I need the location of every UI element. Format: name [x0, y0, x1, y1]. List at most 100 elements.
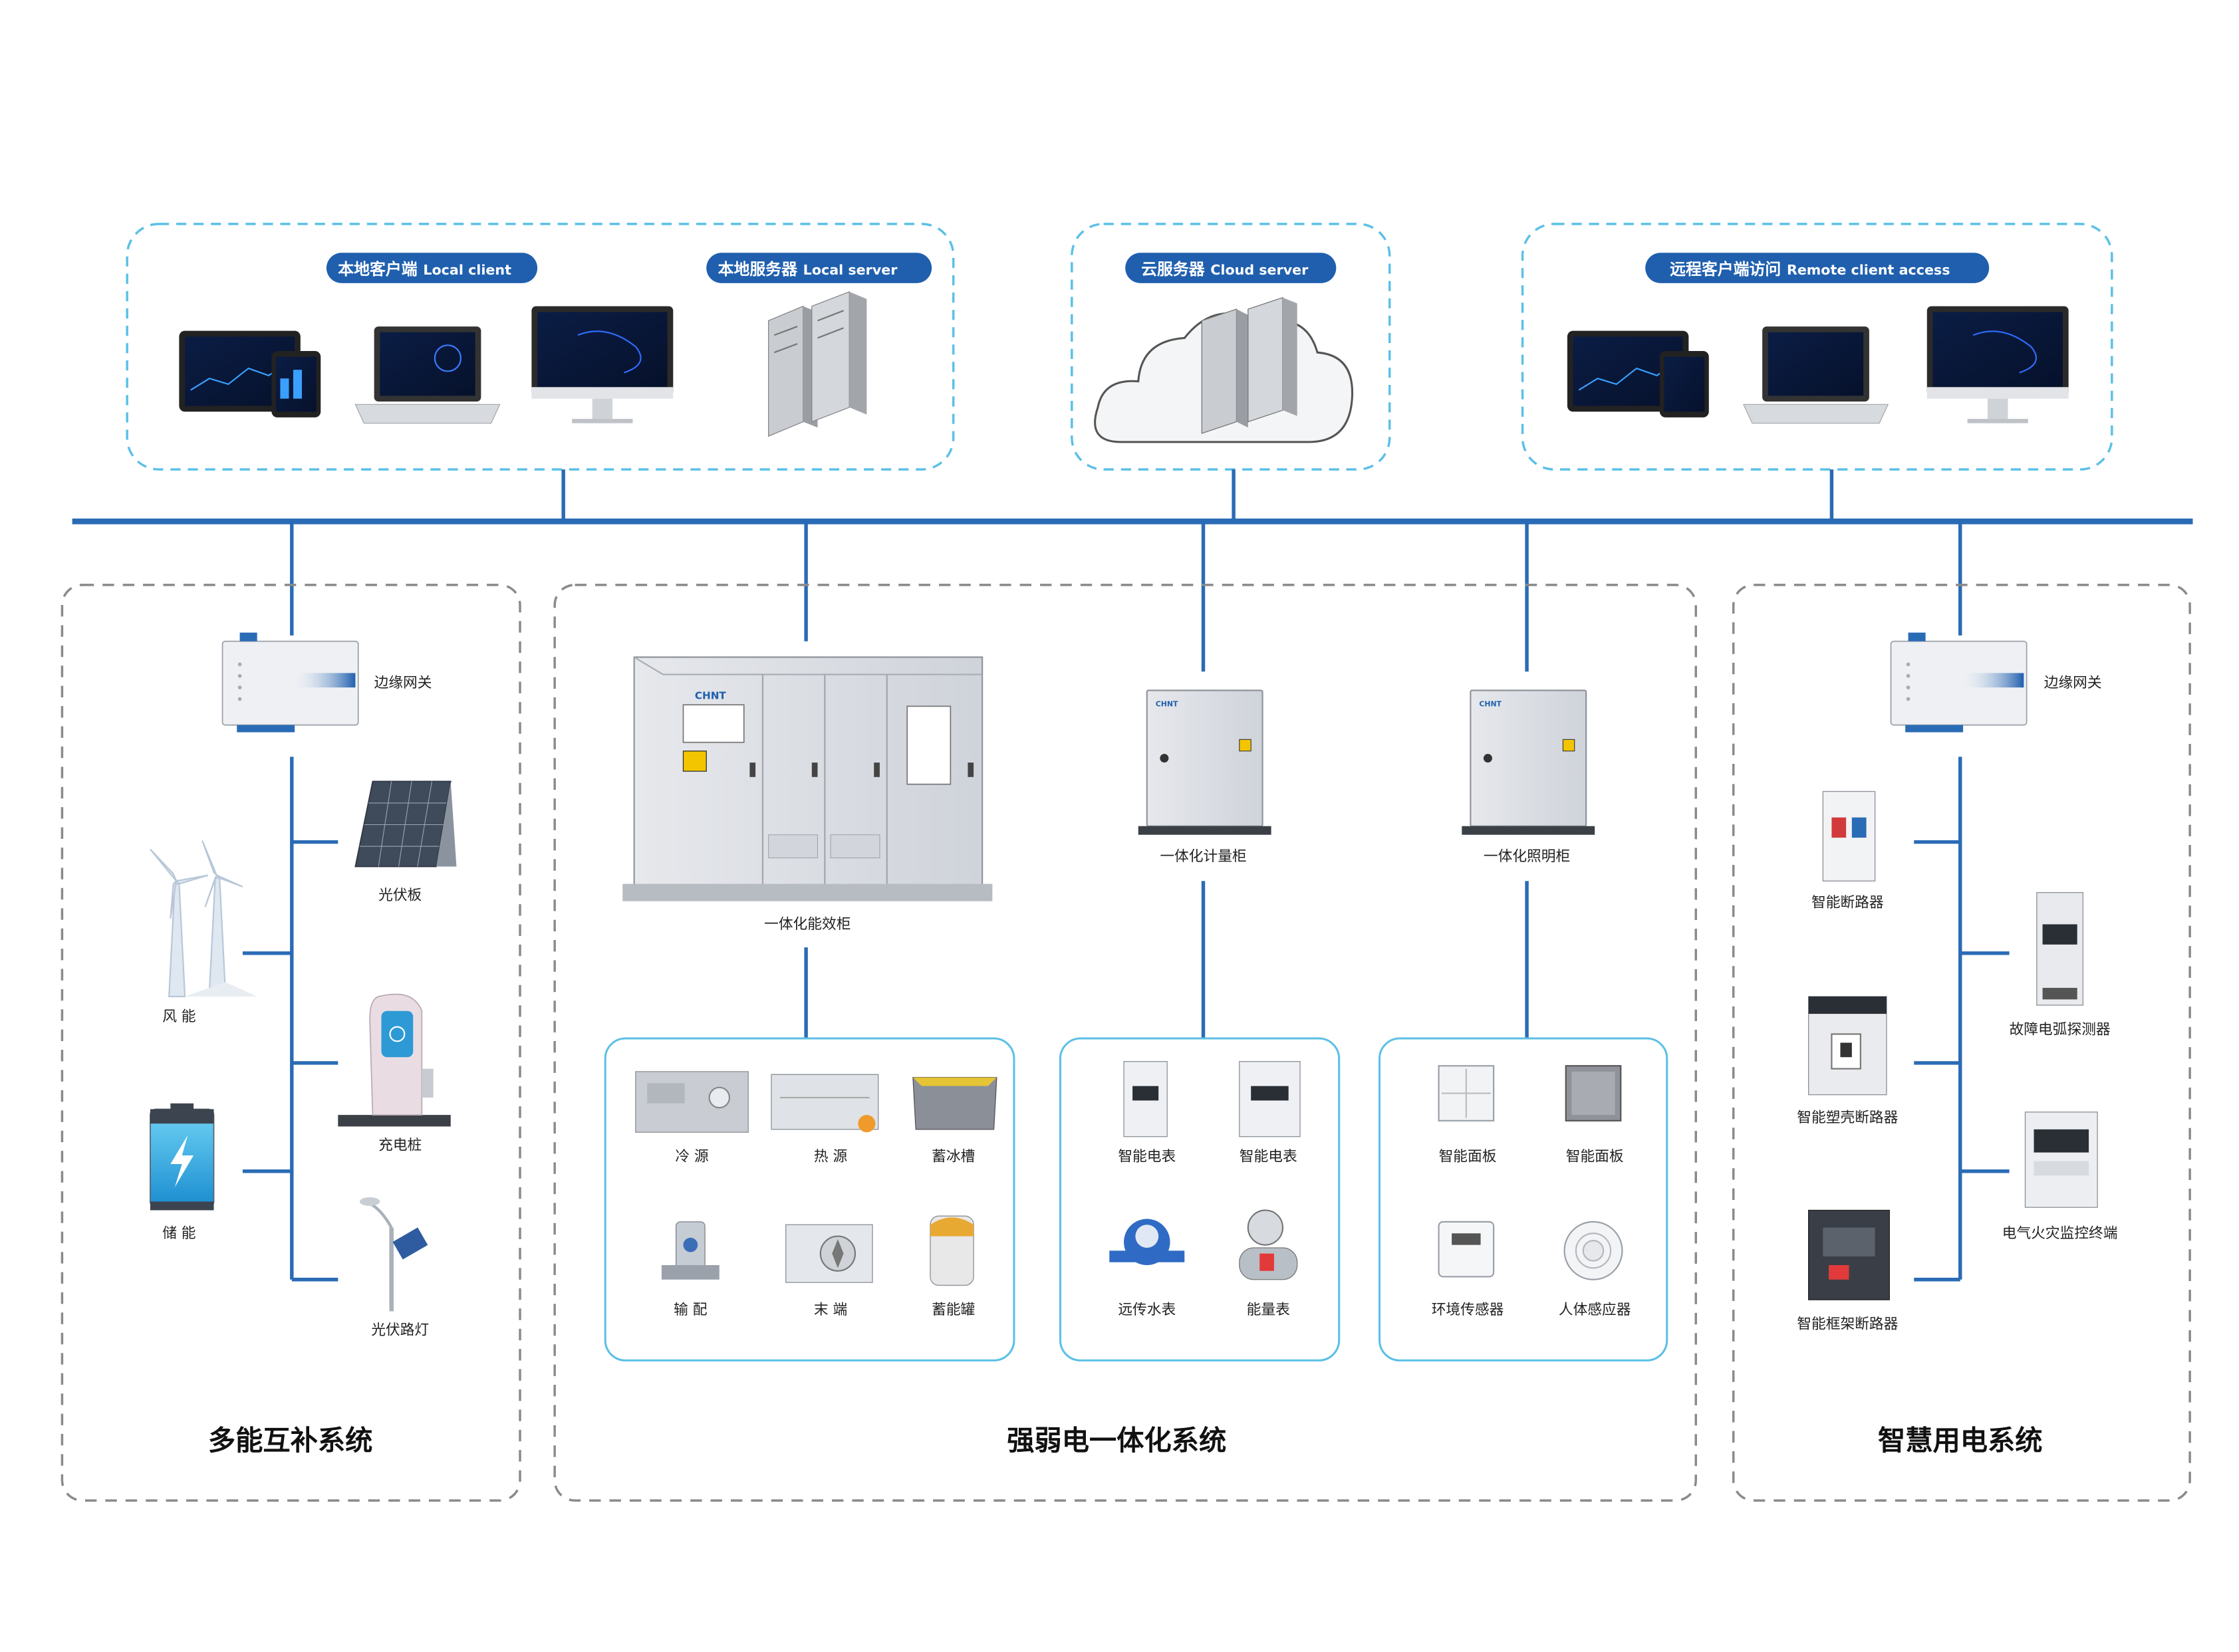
panel-label-2: 环境传感器 — [1432, 1302, 1504, 1318]
hvac-label-2: 蓄冰槽 — [932, 1149, 975, 1165]
edge-gateway-right — [1890, 632, 2028, 733]
mccb-icon — [1808, 996, 1887, 1096]
smart-power-links — [1914, 757, 2010, 1282]
cloud-server-label-cn: 云服务器 — [1141, 260, 1206, 279]
arc-detector-label: 故障电弧探测器 — [2010, 1021, 2111, 1038]
local-group-frame — [126, 223, 955, 471]
efficiency-cabinet-icon — [622, 656, 993, 901]
meter-label-3: 能量表 — [1247, 1302, 1290, 1318]
local-server-icon — [767, 291, 867, 437]
multi-energy-title: 多能互补系统 — [208, 1425, 373, 1457]
storage-label: 储 能 — [162, 1225, 196, 1242]
charging-pile-icon — [338, 993, 451, 1127]
smart-power-title: 智慧用电系统 — [1878, 1425, 2043, 1457]
meter-label-0: 智能电表 — [1118, 1149, 1176, 1165]
terminal-unit-icon — [785, 1224, 873, 1283]
energy-meter-icon — [1239, 1209, 1298, 1280]
ice-tank-icon — [912, 1076, 997, 1130]
remote-client-pill: 远程客户端访问 Remote client access — [1645, 253, 1990, 283]
remote-tablet-phone-icon — [1567, 330, 1709, 417]
pv-panel-label: 光伏板 — [378, 887, 422, 903]
remote-monitor-icon — [1926, 306, 2069, 423]
solar-panel-icon — [354, 780, 457, 868]
cloud-server-icon — [1094, 296, 1354, 443]
presence-sensor-icon — [1563, 1221, 1623, 1280]
panel-labels: 智能面板 智能面板 环境传感器 人体感应器 — [1432, 1149, 1631, 1318]
fire-monitor-icon — [2024, 1112, 2098, 1208]
local-server-label-cn: 本地服务器 — [718, 260, 799, 279]
remote-client-label-en: Remote client access — [1787, 262, 1950, 278]
integrated-links — [804, 881, 1529, 1038]
env-sensor-icon — [1438, 1221, 1495, 1278]
hvac-label-1: 热 源 — [814, 1149, 847, 1165]
cabinet-brand-label: CHNT — [695, 690, 727, 702]
lighting-cabinet-icon — [1462, 689, 1595, 835]
charger-label: 充电桩 — [378, 1137, 422, 1153]
smart-power-frame — [1732, 584, 2191, 1502]
battery-storage-icon — [150, 1103, 215, 1211]
acb-icon — [1808, 1209, 1890, 1300]
hvac-labels: 冷 源 热 源 蓄冰槽 输 配 末 端 蓄能罐 — [674, 1149, 975, 1318]
integrated-frame — [553, 584, 1697, 1502]
local-server-label-en: Local server — [803, 262, 898, 278]
lighting-cabinet-label: 一体化照明柜 — [1484, 848, 1570, 865]
chiller-icon — [635, 1071, 749, 1133]
panel-label-0: 智能面板 — [1439, 1149, 1497, 1165]
edge-gateway-left — [221, 632, 359, 733]
smart-meter-icon-1 — [1123, 1061, 1168, 1137]
multi-energy-links — [242, 757, 338, 1282]
cloud-server-label-en: Cloud server — [1210, 262, 1309, 278]
gateway-right-label: 边缘网关 — [2044, 675, 2102, 691]
smart-breaker-icon — [1822, 790, 1876, 882]
integrated-title: 强弱电一体化系统 — [1007, 1425, 1226, 1457]
panel-label-1: 智能面板 — [1566, 1149, 1624, 1165]
tablet-phone-icon — [179, 330, 321, 417]
remote-client-label-cn: 远程客户端访问 — [1670, 260, 1781, 279]
hvac-label-3: 输 配 — [674, 1302, 708, 1318]
fire-monitor-label: 电气火灾监控终端 — [2002, 1225, 2118, 1242]
monitor-icon — [531, 306, 674, 423]
arc-detector-icon — [2036, 891, 2084, 1006]
smart-meter-icon-2 — [1239, 1061, 1301, 1137]
mccb-label: 智能塑壳断路器 — [1797, 1110, 1898, 1126]
multi-energy-frame — [61, 584, 521, 1502]
cloud-group-frame — [1071, 223, 1391, 471]
wind-label: 风 能 — [162, 1008, 196, 1025]
panel-label-3: 人体感应器 — [1559, 1302, 1631, 1318]
remote-laptop-icon — [1742, 326, 1889, 424]
wind-turbine-icon — [150, 840, 257, 998]
pump-icon — [661, 1221, 720, 1280]
gateway-left-label: 边缘网关 — [374, 675, 432, 691]
breaker-label: 智能断路器 — [1811, 894, 1884, 911]
water-meter-icon — [1109, 1219, 1185, 1266]
meter-label-2: 远传水表 — [1118, 1302, 1176, 1318]
meter-labels: 智能电表 智能电表 远传水表 能量表 — [1118, 1149, 1297, 1318]
lighting-brand-label: CHNT — [1479, 699, 1502, 708]
metering-cabinet-icon — [1138, 689, 1271, 835]
heat-source-icon — [771, 1074, 879, 1133]
storage-tank-icon — [930, 1215, 974, 1286]
meter-label-1: 智能电表 — [1240, 1149, 1297, 1165]
bus-connectors — [290, 469, 1962, 672]
smart-panel-icon-2 — [1565, 1065, 1622, 1121]
solar-street-light-icon — [359, 1197, 428, 1312]
acb-label: 智能框架断路器 — [1797, 1316, 1898, 1333]
local-client-label-cn: 本地客户端 — [338, 260, 417, 279]
remote-group-frame — [1521, 223, 2113, 471]
laptop-icon — [354, 326, 501, 424]
metering-brand-label: CHNT — [1156, 699, 1178, 708]
smart-panel-icon-1 — [1438, 1065, 1495, 1121]
street-light-label: 光伏路灯 — [371, 1322, 429, 1338]
local-client-pill: 本地客户端 Local client — [326, 253, 538, 283]
metering-cabinet-label: 一体化计量柜 — [1160, 848, 1246, 865]
local-client-label-en: Local client — [423, 262, 511, 278]
hvac-label-5: 蓄能罐 — [932, 1302, 975, 1318]
hvac-label-4: 末 端 — [814, 1302, 847, 1318]
